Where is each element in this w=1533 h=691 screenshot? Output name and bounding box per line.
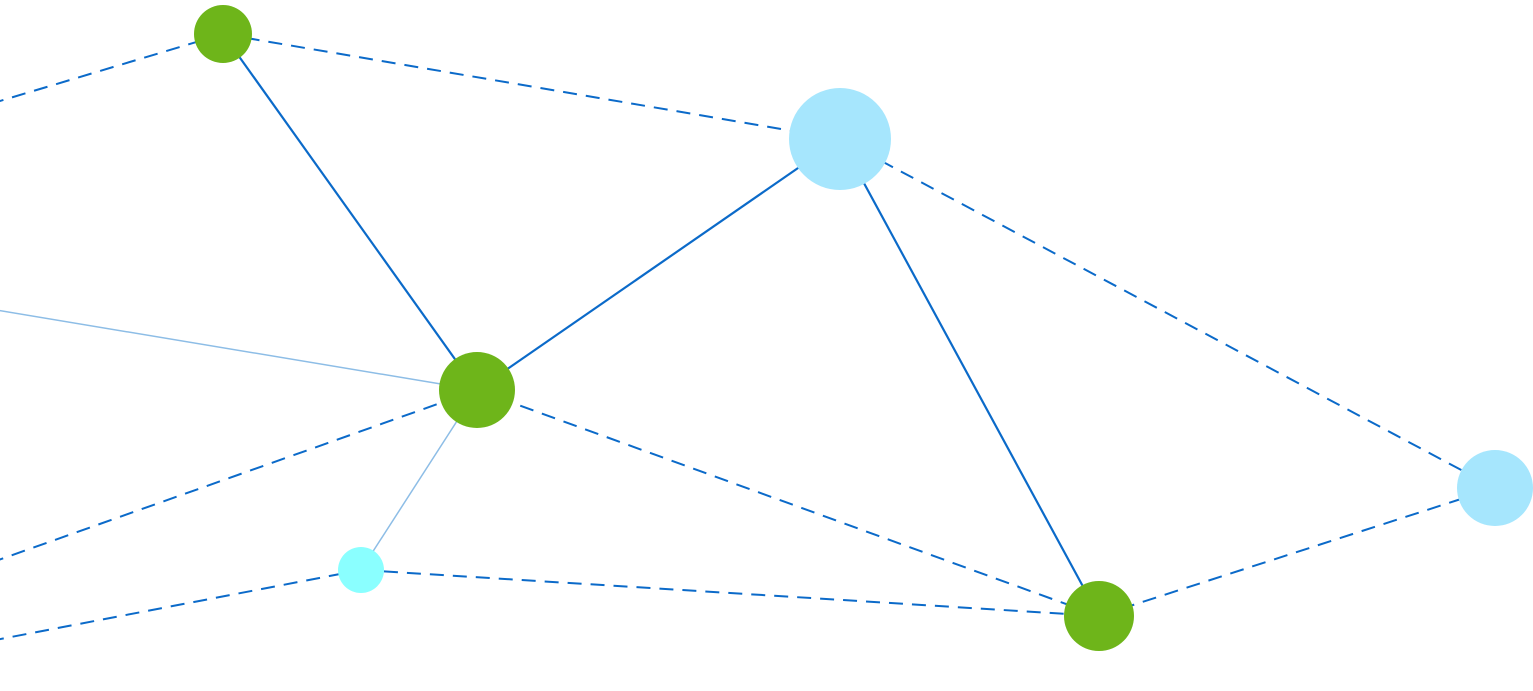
edge-n2-n5-solid — [839, 138, 1100, 617]
edge-off-left-mid-n3-thin — [0, 309, 478, 391]
edge-n1-n2-dashed — [222, 33, 841, 140]
node-n5-green — [1064, 581, 1134, 651]
node-n6-light-blue — [1457, 450, 1533, 526]
nodes-layer — [194, 5, 1533, 651]
node-n1-green — [194, 5, 252, 63]
edge-off-left-bottom-n4-dashed — [0, 569, 362, 641]
node-n2-light-blue — [789, 88, 891, 190]
node-n3-green — [439, 352, 515, 428]
node-n4-cyan — [338, 547, 384, 593]
edge-n2-n6-dashed — [839, 138, 1496, 489]
edge-n3-n5-dashed — [476, 389, 1100, 617]
edge-n1-n3-solid — [222, 33, 478, 391]
edge-n5-n6-dashed — [1098, 487, 1496, 617]
edges-layer — [0, 33, 1496, 641]
edge-n3-n2-solid — [476, 138, 841, 391]
edge-n4-n5-dashed — [360, 569, 1100, 617]
edge-off-left-lower-n3-dashed — [0, 389, 478, 561]
edge-off-left-top-n1-dashed — [0, 33, 224, 103]
